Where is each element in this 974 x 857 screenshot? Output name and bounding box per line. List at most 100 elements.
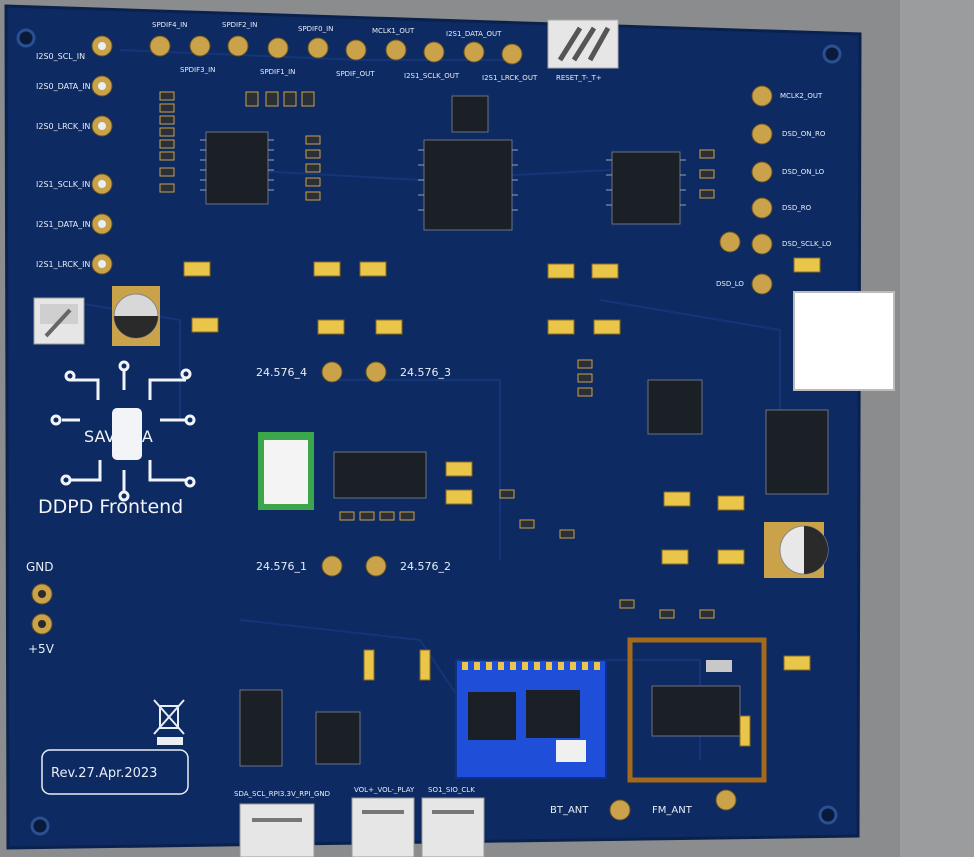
smd-components <box>159 91 821 747</box>
top-connectors <box>149 35 523 65</box>
label-dsd-ro: DSD_RO <box>782 204 812 212</box>
oscillator-labels: 24.576_4 24.576_3 24.576_1 24.576_2 <box>256 366 451 573</box>
label-spdif0-in: SPDIF0_IN <box>298 25 333 33</box>
label-i2s1-data-in: I2S1_DATA_IN <box>36 220 91 229</box>
svg-text:DDPD Frontend: DDPD Frontend <box>38 496 183 518</box>
logo-circuit-icon <box>50 360 196 502</box>
label-osc-1: 24.576_1 <box>256 560 307 573</box>
label-spdif-out: SPDIF_OUT <box>336 70 375 78</box>
label-osc-4: 24.576_4 <box>256 366 307 379</box>
label-spdif4-in: SPDIF4_IN <box>152 21 187 29</box>
bottom-connector-labels: SDA_SCL_RPI3.3V_RPI_GND VOL+_VOL-_PLAY S… <box>234 786 475 798</box>
weee-icon <box>153 699 185 745</box>
label-osc-2: 24.576_2 <box>400 560 451 573</box>
fm-module <box>627 637 767 783</box>
svg-text:+5V: +5V <box>28 642 55 656</box>
logo-text: SAVIOLA <box>84 427 153 446</box>
top-row-lower-labels: SPDIF3_IN SPDIF1_IN SPDIF_OUT I2S1_SCLK_… <box>180 66 538 82</box>
label-i2s0-data-in: I2S0_DATA_IN <box>36 82 91 91</box>
label-i2s0-scl-in: I2S0_SCL_IN <box>36 52 85 61</box>
label-dsd-on-ro: DSD_ON_RO <box>782 130 826 138</box>
label-spdif1-in: SPDIF1_IN <box>260 68 295 76</box>
power-connector <box>33 297 85 345</box>
svg-text:VOL+_VOL-_PLAY: VOL+_VOL-_PLAY <box>354 786 415 794</box>
label-dsd-on-lo: DSD_ON_LO <box>782 168 825 176</box>
label-reset: RESET_T-_T+ <box>556 74 602 82</box>
left-connectors <box>91 35 113 275</box>
top-row-upper-labels: SPDIF4_IN SPDIF2_IN SPDIF0_IN MCLK1_OUT … <box>152 21 502 38</box>
label-dsd-lo: DSD_LO <box>716 280 744 288</box>
label-i2s1-lrck-out: I2S1_LRCK_OUT <box>482 74 538 82</box>
logo-chip <box>112 408 142 460</box>
label-i2s1-lrck-in: I2S1_LRCK_IN <box>36 260 90 269</box>
svg-text:SDA_SCL_RPI3.3V_RPI_GND: SDA_SCL_RPI3.3V_RPI_GND <box>234 790 330 798</box>
revision-box <box>41 749 189 795</box>
bt-module <box>455 659 607 779</box>
reset-switch <box>547 19 619 69</box>
svg-text:24.576_4: 24.576_4 <box>256 366 307 379</box>
svg-text:I2S1_SCLK_OUT: I2S1_SCLK_OUT <box>404 72 460 80</box>
label-fm-ant: FM_ANT <box>652 805 693 816</box>
svg-text:SO1_SIO_CLK: SO1_SIO_CLK <box>428 786 475 794</box>
revision-text: Rev.27.Apr.2023 <box>51 766 157 781</box>
svg-text:I2S1_LRCK_OUT: I2S1_LRCK_OUT <box>482 74 538 82</box>
label-vol-connector: VOL+_VOL-_PLAY <box>354 786 415 794</box>
label-sio-connector: SO1_SIO_CLK <box>428 786 475 794</box>
svg-text:DSD_LO: DSD_LO <box>716 280 744 288</box>
svg-text:MCLK1_OUT: MCLK1_OUT <box>372 27 415 35</box>
svg-text:Rev.27.Apr.2023: Rev.27.Apr.2023 <box>51 766 157 781</box>
label-dsd-sclk-lo: DSD_SCLK_LO <box>782 240 832 248</box>
electrolytic-capacitors <box>112 286 829 578</box>
antenna-connectors <box>609 789 737 821</box>
usb-connector <box>793 291 895 391</box>
oscillators <box>321 361 387 577</box>
svg-text:SPDIF1_IN: SPDIF1_IN <box>260 68 295 76</box>
svg-text:24.576_2: 24.576_2 <box>400 560 451 573</box>
label-spdif2-in: SPDIF2_IN <box>222 21 257 29</box>
svg-text:SPDIF3_IN: SPDIF3_IN <box>180 66 215 74</box>
label-i2s1-data-out: I2S1_DATA_OUT <box>446 30 502 38</box>
ic-chips <box>205 95 829 767</box>
svg-text:RESET_T-_T+: RESET_T-_T+ <box>556 74 602 82</box>
svg-text:FM_ANT: FM_ANT <box>652 805 693 816</box>
svg-text:I2S1_LRCK_IN: I2S1_LRCK_IN <box>36 260 90 269</box>
label-plus5v: +5V <box>28 642 55 656</box>
label-mclk2-out: MCLK2_OUT <box>780 92 823 100</box>
crystal-x2 <box>258 432 314 510</box>
label-i2s1-sclk-out: I2S1_SCLK_OUT <box>404 72 460 80</box>
label-i2s0-lrck-in: I2S0_LRCK_IN <box>36 122 90 131</box>
svg-text:24.576_3: 24.576_3 <box>400 366 451 379</box>
bottom-connectors <box>239 797 485 857</box>
label-osc-3: 24.576_3 <box>400 366 451 379</box>
svg-text:SAVIOLA: SAVIOLA <box>84 427 153 446</box>
svg-text:DSD_ON_LO: DSD_ON_LO <box>782 168 825 176</box>
svg-text:SPDIF_OUT: SPDIF_OUT <box>336 70 375 78</box>
svg-text:BT_ANT: BT_ANT <box>550 805 589 816</box>
label-rpi-connector: SDA_SCL_RPI3.3V_RPI_GND <box>234 790 330 798</box>
svg-text:I2S1_DATA_OUT: I2S1_DATA_OUT <box>446 30 502 38</box>
label-spdif3-in: SPDIF3_IN <box>180 66 215 74</box>
svg-text:SPDIF4_IN: SPDIF4_IN <box>152 21 187 29</box>
svg-text:DSD_RO: DSD_RO <box>782 204 812 212</box>
svg-text:I2S1_DATA_IN: I2S1_DATA_IN <box>36 220 91 229</box>
svg-text:MCLK2_OUT: MCLK2_OUT <box>780 92 823 100</box>
label-bt-ant: BT_ANT <box>550 805 589 816</box>
svg-text:24.576_1: 24.576_1 <box>256 560 307 573</box>
right-connectors <box>719 85 773 295</box>
label-i2s1-sclk-in: I2S1_SCLK_IN <box>36 180 90 189</box>
board-title: DDPD Frontend <box>38 496 183 518</box>
svg-text:I2S1_SCLK_IN: I2S1_SCLK_IN <box>36 180 90 189</box>
svg-text:SPDIF0_IN: SPDIF0_IN <box>298 25 333 33</box>
label-gnd: GND <box>26 560 54 574</box>
svg-text:GND: GND <box>26 560 54 574</box>
right-output-labels: MCLK2_OUT DSD_ON_RO DSD_ON_LO DSD_RO DSD… <box>716 92 832 288</box>
svg-text:I2S0_LRCK_IN: I2S0_LRCK_IN <box>36 122 90 131</box>
mounting-holes <box>16 28 842 836</box>
label-mclk1-out: MCLK1_OUT <box>372 27 415 35</box>
svg-text:I2S0_SCL_IN: I2S0_SCL_IN <box>36 52 85 61</box>
svg-text:SPDIF2_IN: SPDIF2_IN <box>222 21 257 29</box>
svg-text:DSD_ON_RO: DSD_ON_RO <box>782 130 826 138</box>
left-input-labels: I2S0_SCL_IN I2S0_DATA_IN I2S0_LRCK_IN I2… <box>36 52 91 269</box>
svg-text:I2S0_DATA_IN: I2S0_DATA_IN <box>36 82 91 91</box>
